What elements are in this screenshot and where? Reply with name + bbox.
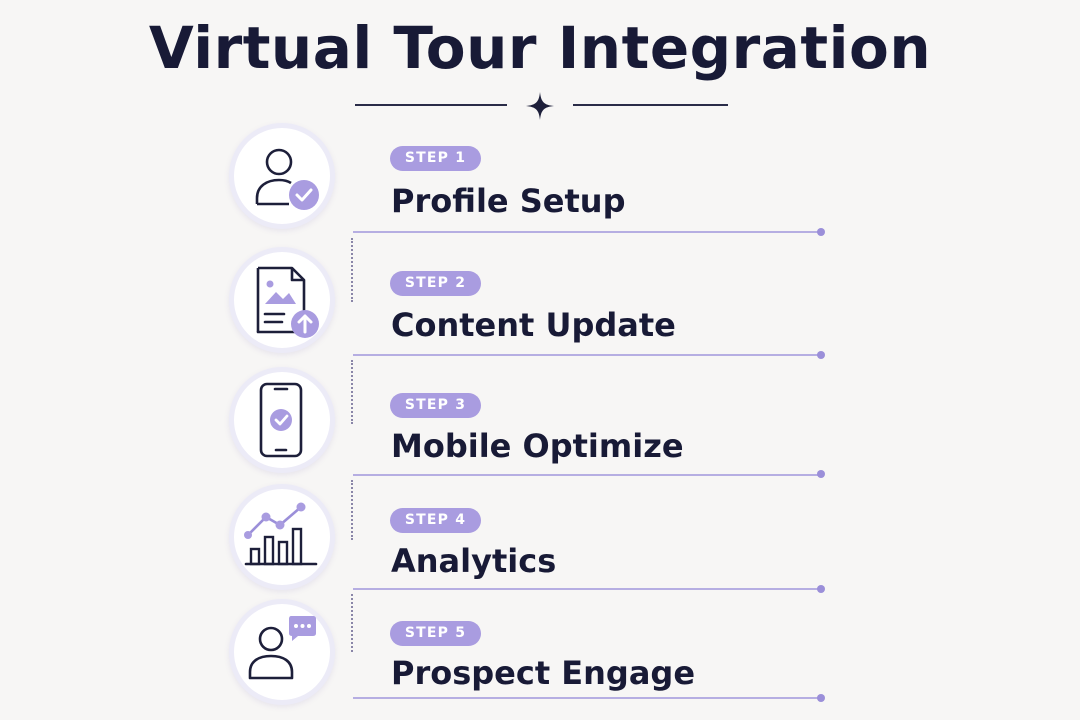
step-1-title: Profile Setup	[391, 182, 626, 220]
step-2-dot	[817, 351, 825, 359]
step-connector	[351, 238, 353, 302]
step-1-icon-circle	[229, 123, 335, 229]
step-5-dot	[817, 694, 825, 702]
step-1-badge: STEP 1	[390, 146, 481, 171]
mobile-check-icon	[259, 382, 303, 458]
step-3-badge: STEP 3	[390, 393, 481, 418]
page-title: Virtual Tour Integration	[148, 14, 932, 82]
analytics-chart-icon	[244, 502, 318, 566]
title-divider-right	[573, 104, 728, 106]
step-5-icon-circle	[229, 599, 335, 705]
step-connector	[351, 360, 353, 424]
step-connector	[351, 480, 353, 540]
step-3-underline	[353, 474, 819, 476]
title-divider-left	[355, 104, 507, 106]
step-5-badge: STEP 5	[390, 621, 481, 646]
step-3-dot	[817, 470, 825, 478]
step-4-underline	[353, 588, 819, 590]
step-2-badge: STEP 2	[390, 271, 481, 296]
step-2-icon-circle	[229, 247, 335, 353]
step-5-underline	[353, 697, 819, 699]
sparkle-icon	[526, 92, 554, 120]
step-connector	[351, 594, 353, 652]
step-4-icon-circle	[229, 484, 335, 590]
document-upload-icon	[256, 266, 319, 338]
step-3-icon-circle	[229, 367, 335, 473]
step-4-badge: STEP 4	[390, 508, 481, 533]
step-2-underline	[353, 354, 819, 356]
step-5-title: Prospect Engage	[391, 654, 696, 692]
step-4-dot	[817, 585, 825, 593]
step-1-dot	[817, 228, 825, 236]
user-chat-icon	[248, 616, 316, 680]
step-4-title: Analytics	[391, 542, 557, 580]
user-check-icon	[255, 148, 319, 210]
step-2-title: Content Update	[391, 306, 676, 344]
step-1-underline	[353, 231, 819, 233]
step-3-title: Mobile Optimize	[391, 427, 684, 465]
